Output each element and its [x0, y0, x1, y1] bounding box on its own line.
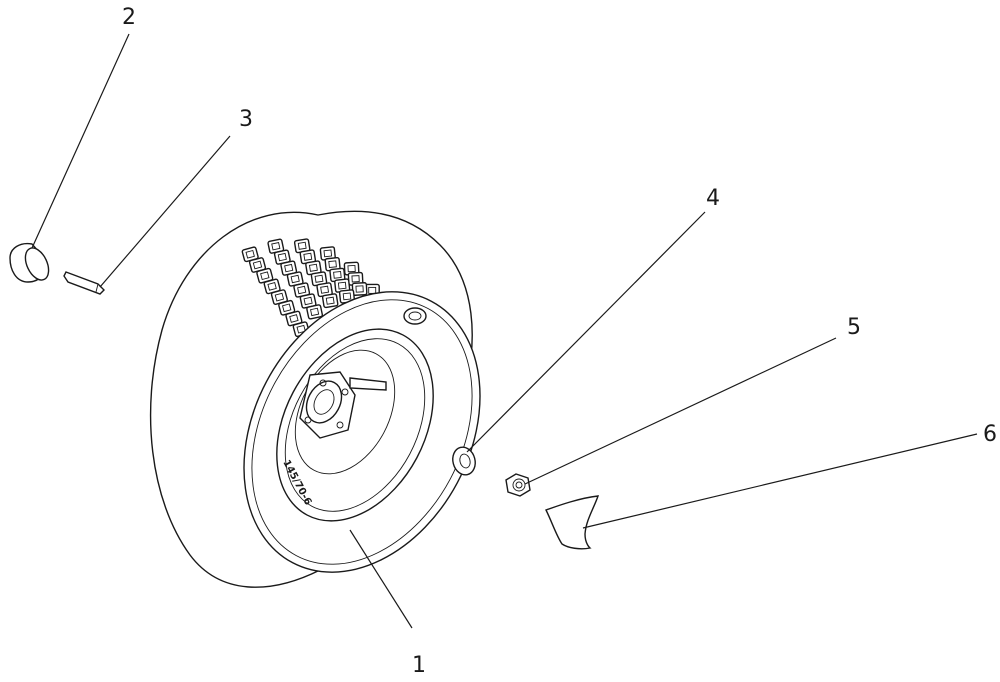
tread-knob-inner: [252, 260, 263, 270]
leader-line-2: [31, 33, 130, 249]
tread-knob-inner: [333, 271, 342, 279]
callout-1: 1: [412, 653, 426, 678]
tread-knob-inner: [281, 303, 292, 313]
tread-knob-inner: [296, 324, 306, 334]
tread-knob-inner: [320, 285, 330, 294]
tread-knob-inner: [303, 252, 313, 261]
callout-6: 6: [983, 422, 997, 447]
tread-knob-inner: [325, 296, 335, 305]
tread-knob-inner: [308, 263, 318, 272]
tread-knob-inner: [297, 285, 307, 295]
leader-line-4: [466, 211, 706, 453]
tread-knob-inner: [297, 241, 307, 250]
tread-knob-inner: [271, 242, 281, 251]
tread-knob-inner: [277, 252, 287, 262]
callout-5: 5: [847, 315, 861, 340]
tread-knob-inner: [314, 274, 324, 283]
tread-knob-inner: [284, 263, 294, 273]
tread-knob-inner: [290, 274, 300, 284]
tread-knob-inner: [310, 307, 320, 317]
leader-lines: [31, 33, 978, 629]
leader-line-1: [349, 529, 413, 629]
key-pin[interactable]: [63, 271, 105, 295]
tread-knob-inner: [342, 292, 352, 301]
tread-knob-inner: [274, 292, 285, 302]
wheel-assembly[interactable]: 145/70-6: [149, 210, 527, 613]
tread-knob-inner: [289, 314, 299, 323]
leader-line-3: [99, 135, 231, 288]
tread-knob-inner: [245, 249, 255, 259]
tread-knob: [321, 293, 339, 309]
tread-knob-inner: [355, 285, 364, 293]
bushing-sleeve[interactable]: [9, 242, 53, 284]
callout-2: 2: [122, 5, 136, 30]
tread-knob-inner: [351, 275, 360, 283]
tread-knob-inner: [260, 271, 270, 281]
tread-knob: [306, 304, 324, 320]
tire-logo: [403, 307, 427, 325]
tread-knob-inner: [347, 264, 356, 273]
tread-knob-inner: [328, 260, 337, 269]
washer[interactable]: [450, 445, 478, 478]
leader-line-5: [524, 337, 837, 485]
callout-3: 3: [239, 107, 253, 132]
hub-cap[interactable]: [545, 495, 600, 550]
tread-knob: [351, 282, 368, 296]
tread-knob-inner: [303, 296, 313, 306]
axle-stub: [349, 377, 387, 391]
rim: [276, 328, 434, 522]
callout-labels: 2 3 4 5 6 1: [122, 5, 997, 678]
hex-nut[interactable]: [505, 473, 531, 497]
callout-4: 4: [706, 186, 720, 211]
hub: [299, 371, 356, 439]
tread-knob-inner: [337, 281, 347, 290]
tread-knob-inner: [323, 249, 333, 258]
tread-knob-inner: [267, 282, 277, 291]
leader-line-6: [582, 433, 978, 529]
tread-knobs: [241, 238, 380, 338]
